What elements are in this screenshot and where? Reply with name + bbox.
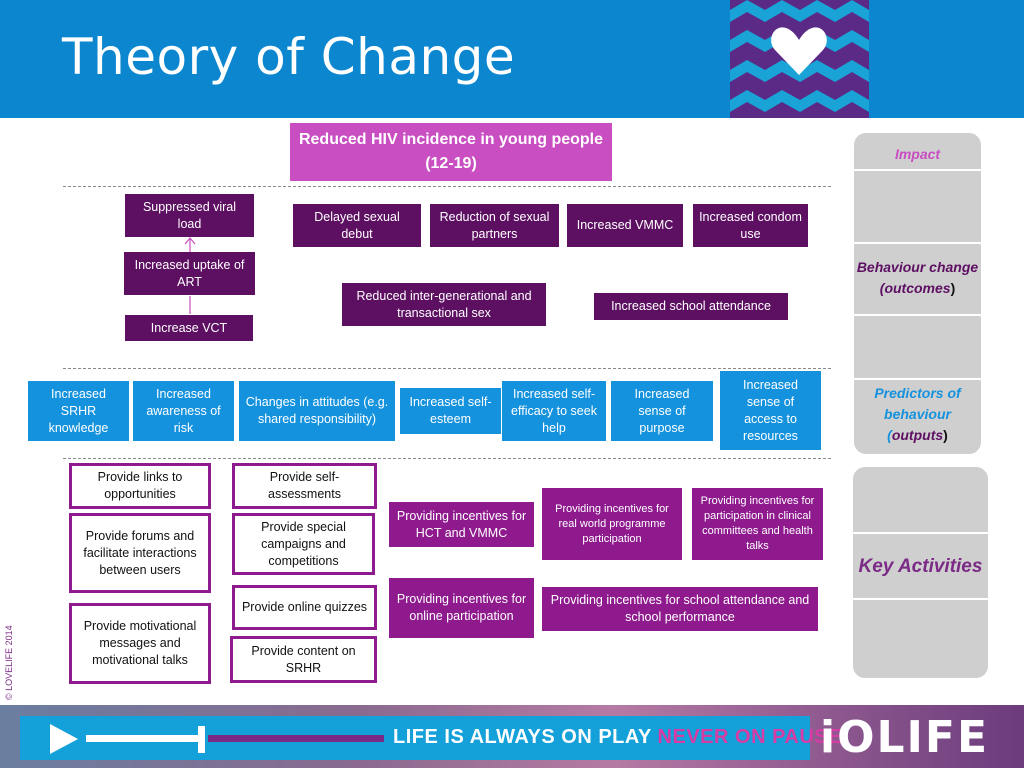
activity-self-assessments: Provide self-assessments xyxy=(232,463,377,509)
activity-incentives-real-world: Providing incentives for real world prog… xyxy=(542,488,682,560)
activity-incentives-hct-vmmc: Providing incentives for HCT and VMMC xyxy=(389,502,534,547)
activity-online-quizzes: Provide online quizzes xyxy=(232,585,377,630)
predictor-self-efficacy: Increased self-efficacy to seek help xyxy=(502,381,606,441)
legend-panel-levels: Impact Behaviour change (outcomes) Predi… xyxy=(854,133,981,454)
activity-motivational-messages: Provide motivational messages and motiva… xyxy=(69,603,211,684)
legend-behaviour-change: Behaviour change (outcomes) xyxy=(856,259,979,296)
legend-panel-activities: Key Activities xyxy=(853,467,988,678)
divider-outcomes xyxy=(63,368,831,369)
outcome-increased-uptake-art: Increased uptake of ART xyxy=(124,252,255,295)
activity-content-on-srhr: Provide content on SRHR xyxy=(230,636,377,683)
legend-key-activities: Key Activities xyxy=(858,555,983,577)
heart-icon xyxy=(771,27,827,75)
page-title: Theory of Change xyxy=(62,28,516,86)
outcome-increased-school-attendance: Increased school attendance xyxy=(594,293,788,320)
activity-forums: Provide forums and facilitate interactio… xyxy=(69,513,211,593)
activity-links-to-opportunities: Provide links to opportunities xyxy=(69,463,211,509)
play-slider-icon xyxy=(50,724,384,754)
lovelife-heart-logo xyxy=(730,0,869,118)
predictor-sense-of-purpose: Increased sense of purpose xyxy=(611,381,713,441)
legend-predictors: Predictors of behaviour (outputs) xyxy=(874,384,961,443)
divider-predictors xyxy=(63,458,831,459)
lovelife-footer-logo: iOLIFE xyxy=(820,712,990,763)
predictor-awareness-of-risk: Increased awareness of risk xyxy=(133,381,234,441)
predictor-self-esteem: Increased self-esteem xyxy=(400,388,501,434)
activity-incentives-school: Providing incentives for school attendan… xyxy=(542,587,818,631)
predictor-access-to-resources: Increased sense of access to resources xyxy=(720,371,821,450)
outcome-reduced-intergenerational-sex: Reduced inter-generational and transacti… xyxy=(342,283,546,326)
activity-incentives-online: Providing incentives for online particip… xyxy=(389,578,534,638)
arrow-connector-icon xyxy=(184,237,196,314)
activity-special-campaigns: Provide special campaigns and competitio… xyxy=(232,513,375,575)
outcome-increased-condom-use: Increased condom use xyxy=(693,204,808,247)
predictor-changes-in-attitudes: Changes in attitudes (e.g. shared respon… xyxy=(239,381,395,441)
outcome-reduction-sexual-partners: Reduction of sexual partners xyxy=(430,204,559,247)
copyright-label: © LOVELIFE 2014 xyxy=(4,625,14,700)
outcome-increase-vct: Increase VCT xyxy=(125,315,253,341)
outcome-delayed-sexual-debut: Delayed sexual debut xyxy=(293,204,421,247)
impact-box: Reduced HIV incidence in young people (1… xyxy=(290,123,612,181)
predictor-srhr-knowledge: Increased SRHR knowledge xyxy=(28,381,129,441)
legend-impact: Impact xyxy=(894,146,941,162)
zigzag-pattern-icon xyxy=(730,0,869,118)
activity-incentives-clinical: Providing incentives for participation i… xyxy=(692,488,823,560)
divider-impact xyxy=(63,186,831,187)
footer-tagline: LIFE IS ALWAYS ON PLAY NEVER ON PAUSE xyxy=(393,726,842,748)
outcome-suppressed-viral-load: Suppressed viral load xyxy=(125,194,254,237)
outcome-increased-vmmc: Increased VMMC xyxy=(567,204,683,247)
